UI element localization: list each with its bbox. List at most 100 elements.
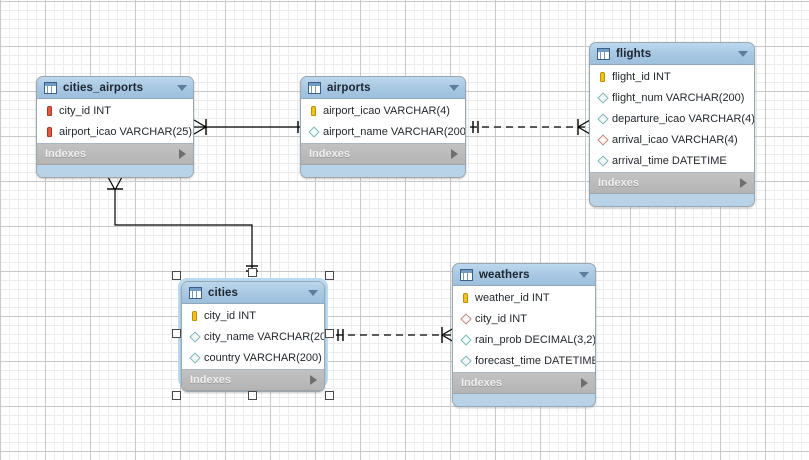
column-row[interactable]: airport_name VARCHAR(200)	[301, 121, 465, 142]
column-row[interactable]: country VARCHAR(200)	[182, 347, 324, 368]
column-diamond-icon	[188, 351, 201, 364]
column-label: arrival_icao VARCHAR(4)	[612, 133, 738, 146]
primary-key-icon	[307, 105, 320, 116]
table-weathers[interactable]: weathers weather_id INT city_id INT rain…	[452, 263, 596, 407]
table-title: airports	[327, 81, 371, 94]
chevron-right-icon[interactable]	[740, 178, 747, 188]
column-row[interactable]: rain_prob DECIMAL(3,2)	[453, 329, 595, 350]
indexes-label: Indexes	[190, 374, 231, 386]
primary-key-icon	[596, 71, 609, 82]
column-diamond-icon	[596, 91, 609, 104]
column-list: weather_id INT city_id INT rain_prob DEC…	[453, 286, 595, 373]
table-header[interactable]: weathers	[453, 264, 595, 286]
column-diamond-icon	[459, 354, 472, 367]
chevron-right-icon[interactable]	[451, 149, 458, 159]
column-row[interactable]: departure_icao VARCHAR(4)	[590, 108, 754, 129]
column-row[interactable]: city_id INT	[182, 305, 324, 326]
table-icon	[460, 268, 473, 281]
indexes-label: Indexes	[309, 148, 350, 160]
column-row[interactable]: airport_icao VARCHAR(4)	[301, 100, 465, 121]
relationship-cities-weathers[interactable]	[330, 318, 460, 358]
column-label: city_id INT	[204, 309, 256, 322]
resize-handle-ne[interactable]	[325, 271, 334, 280]
table-airports[interactable]: airports airport_icao VARCHAR(4) airport…	[300, 76, 466, 178]
column-label: flight_num VARCHAR(200)	[612, 91, 745, 104]
table-header[interactable]: cities_airports	[37, 77, 193, 99]
indexes-section-toggle[interactable]: Indexes	[182, 370, 324, 391]
column-row[interactable]: flight_id INT	[590, 66, 754, 87]
column-row[interactable]: airport_icao VARCHAR(25)	[37, 121, 193, 142]
column-label: arrival_time DATETIME	[612, 154, 727, 167]
column-label: city_id INT	[475, 312, 527, 325]
relationship-airports-flights[interactable]	[464, 110, 596, 150]
foreign-key-diamond-icon	[459, 312, 472, 325]
chevron-down-icon[interactable]	[579, 271, 589, 278]
table-title: cities	[208, 286, 239, 299]
column-row[interactable]: arrival_time DATETIME	[590, 150, 754, 171]
column-list: city_id INT airport_icao VARCHAR(25)	[37, 99, 193, 144]
column-label: forecast_time DATETIME	[475, 354, 596, 367]
column-label: departure_icao VARCHAR(4)	[612, 112, 755, 125]
indexes-label: Indexes	[45, 148, 86, 160]
column-label: city_name VARCHAR(200)	[204, 330, 325, 343]
table-title: flights	[616, 47, 652, 60]
chevron-right-icon[interactable]	[179, 149, 186, 159]
column-list: flight_id INT flight_num VARCHAR(200) de…	[590, 65, 754, 173]
column-label: rain_prob DECIMAL(3,2)	[475, 333, 596, 346]
primary-key-icon	[43, 105, 56, 116]
table-icon	[44, 81, 57, 94]
resize-handle-w[interactable]	[172, 329, 181, 338]
column-row[interactable]: flight_num VARCHAR(200)	[590, 87, 754, 108]
table-flights[interactable]: flights flight_id INT flight_num VARCHAR…	[589, 42, 755, 207]
column-row[interactable]: city_id INT	[453, 308, 595, 329]
relationship-cities_airports-airports[interactable]	[186, 110, 316, 150]
resize-handle-n[interactable]	[248, 268, 257, 277]
column-diamond-icon	[596, 154, 609, 167]
resize-handle-e[interactable]	[325, 329, 334, 338]
chevron-down-icon[interactable]	[308, 289, 318, 296]
table-footer-strip	[590, 194, 754, 206]
column-label: city_id INT	[59, 104, 111, 117]
indexes-label: Indexes	[461, 377, 502, 389]
table-header[interactable]: cities	[182, 282, 324, 304]
column-label: weather_id INT	[475, 291, 550, 304]
primary-key-icon	[459, 292, 472, 303]
table-title: cities_airports	[63, 81, 144, 94]
chevron-down-icon[interactable]	[738, 50, 748, 57]
column-diamond-icon	[596, 112, 609, 125]
chevron-down-icon[interactable]	[177, 84, 187, 91]
column-label: country VARCHAR(200)	[204, 351, 322, 364]
column-label: airport_name VARCHAR(200)	[323, 125, 466, 138]
indexes-section-toggle[interactable]: Indexes	[590, 173, 754, 194]
table-header[interactable]: flights	[590, 43, 754, 65]
chevron-down-icon[interactable]	[449, 84, 459, 91]
column-row[interactable]: arrival_icao VARCHAR(4)	[590, 129, 754, 150]
table-icon	[189, 286, 202, 299]
table-header[interactable]: airports	[301, 77, 465, 99]
indexes-section-toggle[interactable]: Indexes	[301, 144, 465, 165]
resize-handle-se[interactable]	[325, 391, 334, 400]
resize-handle-nw[interactable]	[172, 271, 181, 280]
chevron-right-icon[interactable]	[310, 375, 317, 385]
table-icon	[597, 47, 610, 60]
primary-key-icon	[43, 126, 56, 137]
chevron-right-icon[interactable]	[581, 378, 588, 388]
table-cities[interactable]: cities city_id INT city_name VARCHAR(200…	[181, 281, 325, 392]
table-title: weathers	[479, 268, 530, 281]
column-row[interactable]: weather_id INT	[453, 287, 595, 308]
table-icon	[308, 81, 321, 94]
column-list: city_id INT city_name VARCHAR(200) count…	[182, 304, 324, 370]
primary-key-icon	[188, 310, 201, 321]
indexes-section-toggle[interactable]: Indexes	[37, 144, 193, 165]
resize-handle-sw[interactable]	[172, 391, 181, 400]
column-row[interactable]: forecast_time DATETIME	[453, 350, 595, 371]
indexes-section-toggle[interactable]: Indexes	[453, 373, 595, 394]
column-row[interactable]: city_name VARCHAR(200)	[182, 326, 324, 347]
column-diamond-icon	[459, 333, 472, 346]
table-cities_airports[interactable]: cities_airports city_id INT airport_icao…	[36, 76, 194, 178]
relationship-cities_airports-cities[interactable]	[106, 168, 266, 284]
table-footer-strip	[301, 165, 465, 177]
resize-handle-s[interactable]	[248, 391, 257, 400]
column-row[interactable]: city_id INT	[37, 100, 193, 121]
